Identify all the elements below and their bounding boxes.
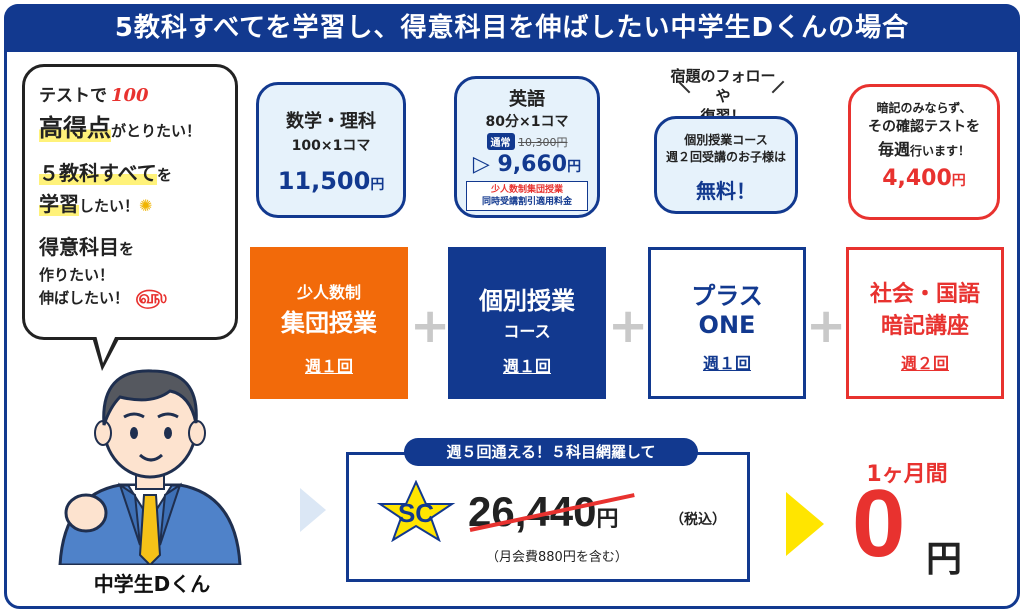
course-frequency: 週１回: [304, 357, 353, 376]
lightbulb-icon: ✺: [139, 196, 153, 215]
wish-text: テストで: [39, 86, 107, 106]
price-unit: 円: [370, 177, 385, 193]
bubble-social: 暗記のみならず、 その確認テストを 毎週行います！ 4,400円: [848, 84, 1000, 220]
arrow-right-icon: [300, 488, 326, 532]
wish-text: を: [119, 240, 135, 258]
price-unit: 円: [951, 173, 966, 189]
bubble-plus-one: 個別授業コース 週２回受講のお子様は 無料！: [654, 116, 798, 214]
course-line-2: ONE: [698, 311, 756, 339]
note-line-1: 宿題のフォローや: [670, 67, 776, 105]
wish-text: を: [156, 166, 172, 184]
bubble-emphasis: 毎週: [877, 140, 910, 159]
wish-line-6: 作りたい！: [39, 264, 223, 285]
price-unit: 円: [567, 159, 582, 175]
normal-tag: 通常: [486, 133, 515, 150]
tax-note: （税込）: [670, 512, 726, 528]
normal-price: 10,300円: [518, 136, 568, 149]
result-price-unit: 円: [926, 539, 963, 580]
plus-sign: +: [410, 298, 451, 354]
plus-sign: +: [608, 298, 649, 354]
course-frequency: 週１回: [502, 357, 551, 376]
page-title: 5教科すべてを学習し、得意科目を伸ばしたい中学生Dくんの場合: [4, 4, 1020, 52]
wish-line-3: ５教科すべてを: [39, 157, 223, 186]
wish-text: 作りたい！: [39, 266, 115, 284]
bubble-english: 英語 80分×1コマ 通常 10,300円 ▷ 9,660円 少人数制集団授業 …: [454, 76, 600, 218]
price-arrow: ▷: [472, 152, 490, 177]
price-value: 9,660: [497, 152, 568, 177]
bubble-line-1: 暗記のみならず、: [876, 101, 972, 115]
total-price: 26,440円: [468, 488, 618, 536]
wish-highlight: 高得点: [39, 114, 111, 142]
course-group-class: 少人数制 集団授業 週１回: [250, 247, 408, 399]
discount-line-2: 同時受講割引適用料金: [481, 197, 572, 207]
monthly-fee-note: （月会費880円を含む）: [486, 550, 628, 565]
bubble-line-2: 週２回受講のお子様は: [665, 150, 786, 164]
course-memorization: 社会・国語 暗記講座 週２回: [846, 247, 1004, 399]
bubble-price: 11,500円: [259, 167, 403, 195]
course-line-1: 少人数制: [296, 283, 361, 302]
wish-text: したい！: [79, 197, 140, 215]
wish-highlight: 学習: [39, 192, 79, 216]
bubble-tail-inner: [96, 335, 116, 363]
wish-line-4: 学習したい！✺: [39, 188, 223, 217]
total-price-unit: 円: [596, 506, 619, 531]
student-label: 中学生Dくん: [93, 572, 211, 596]
price-value: 11,500: [277, 167, 371, 195]
wish-line-2: 高得点がとりたい！: [39, 108, 223, 143]
wish-highlight: ５教科すべて: [39, 161, 157, 185]
arrow-right-icon: [786, 492, 824, 556]
bubble-line-1: 個別授業コース: [684, 133, 768, 147]
wish-text: 伸ばしたい！: [39, 289, 130, 307]
discount-line-1: 少人数制集団授業: [490, 185, 563, 195]
total-tag: 週５回通える！５科目網羅して: [404, 438, 698, 466]
course-frequency: 週１回: [702, 354, 751, 373]
wish-highlight: 得意科目: [39, 235, 119, 259]
course-line-1: プラス: [691, 282, 763, 310]
bubble-detail: 100×1コマ: [291, 138, 371, 154]
course-line-1: 個別授業: [479, 287, 575, 315]
student-illustration: [58, 369, 242, 565]
price-value: 4,400: [882, 166, 952, 191]
svg-text:SC: SC: [398, 498, 434, 528]
course-line-2: コース: [503, 322, 551, 341]
wish-text: がとりたい！: [111, 122, 202, 140]
discount-note: 少人数制集団授業 同時受講割引適用料金: [466, 181, 588, 211]
bubble-text: 行います！: [910, 144, 971, 158]
swirl-icon: ௵: [129, 287, 167, 308]
bubble-line-3: 毎週行います！: [851, 136, 997, 160]
course-plus-one: プラス ONE 週１回: [648, 247, 806, 399]
wish-line-7: 伸ばしたい！ ௵: [39, 287, 223, 310]
course-individual: 個別授業 コース 週１回: [448, 247, 606, 399]
bubble-math-science: 数学・理科 100×1コマ 11,500円: [256, 82, 406, 218]
period-label: 1ヶ月間: [866, 462, 948, 487]
bubble-price: ▷ 9,660円: [457, 152, 597, 177]
plus-sign: +: [806, 298, 847, 354]
bubble-detail: 80分×1コマ: [485, 114, 569, 130]
bubble-price: 無料！: [696, 179, 756, 203]
bubble-subject: 数学・理科: [286, 111, 376, 132]
score-mark: 100: [111, 85, 149, 106]
course-frequency: 週２回: [900, 354, 949, 373]
course-line-2: 暗記講座: [880, 314, 969, 339]
sc-logo: SC: [376, 480, 456, 542]
wish-line-5: 得意科目を: [39, 231, 223, 260]
bubble-price: 4,400円: [851, 166, 997, 191]
course-line-1: 社会・国語: [869, 282, 980, 307]
bubble-subject: 英語: [509, 89, 545, 110]
course-line-2: 集団授業: [281, 309, 377, 337]
bubble-line-2: その確認テストを: [868, 119, 980, 135]
normal-price-row: 通常 10,300円: [457, 133, 597, 150]
result-price-value: 0: [852, 470, 906, 577]
